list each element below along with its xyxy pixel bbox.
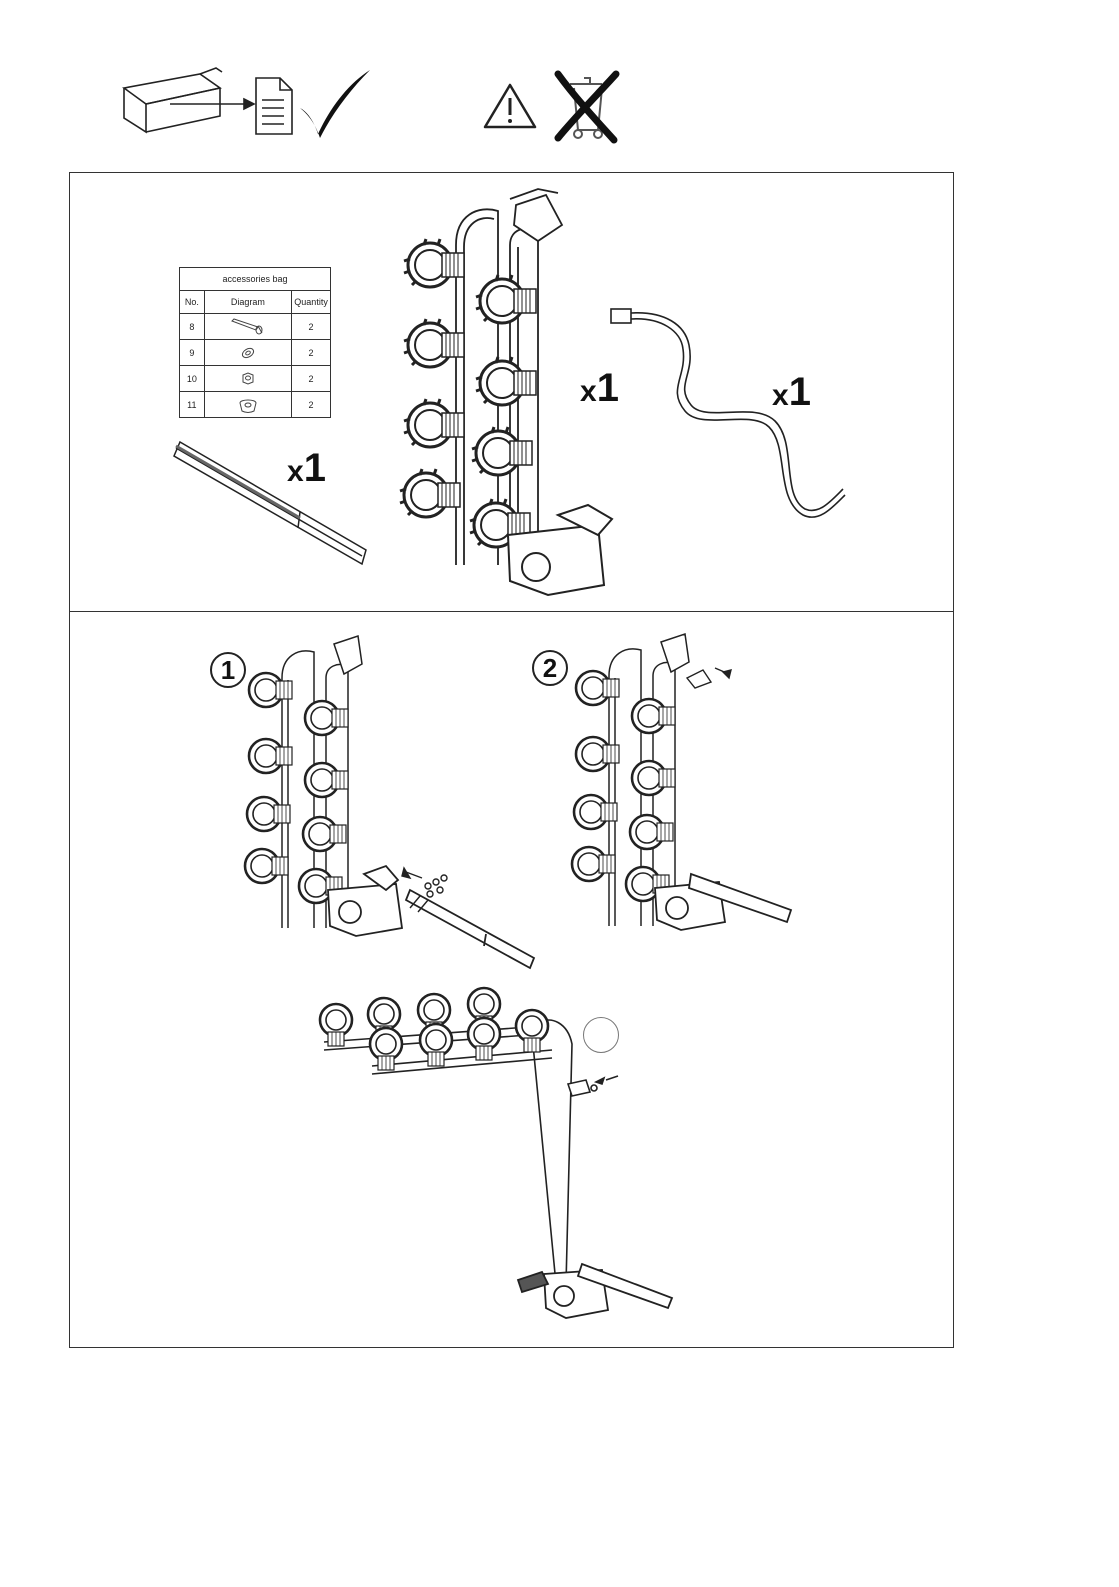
step-3-drawing: [312, 984, 682, 1324]
row-qty: 2: [292, 366, 331, 392]
row-no: 8: [180, 314, 205, 340]
washer-icon: [238, 344, 258, 362]
check-mark-icon: [298, 68, 373, 140]
row-no: 10: [180, 366, 205, 392]
table-row: 10 2: [180, 366, 331, 392]
bolt-icon: [228, 317, 268, 337]
accessories-table-caption: accessories bag: [180, 268, 331, 291]
step-1-drawing: [238, 628, 538, 970]
mounting-bar-drawing: [170, 438, 375, 570]
strap-drawing: [605, 305, 850, 520]
row-qty: 2: [292, 392, 331, 418]
nut-icon: [238, 370, 258, 388]
box-to-document-icon: [120, 66, 300, 138]
step-2-number: 2: [532, 650, 568, 686]
table-header-diagram: Diagram: [204, 291, 291, 314]
bar-quantity: x1: [287, 448, 326, 488]
table-header-quantity: Quantity: [292, 291, 331, 314]
row-qty: 2: [292, 314, 331, 340]
table-row: 11 2: [180, 392, 331, 418]
row-no: 9: [180, 340, 205, 366]
accessories-table: accessories bag No. Diagram Quantity 8 2…: [179, 267, 331, 418]
warning-triangle-icon: [482, 82, 538, 130]
table-row: 8 2: [180, 314, 331, 340]
row-no: 11: [180, 392, 205, 418]
strap-quantity: x1: [772, 372, 811, 412]
table-header-no: No.: [180, 291, 205, 314]
header-icons: [0, 0, 1119, 160]
row-qty: 2: [292, 340, 331, 366]
cap-icon: [236, 395, 260, 415]
step-2-drawing: [565, 626, 795, 938]
crossed-out-bin-icon: [554, 70, 620, 144]
table-row: 9 2: [180, 340, 331, 366]
